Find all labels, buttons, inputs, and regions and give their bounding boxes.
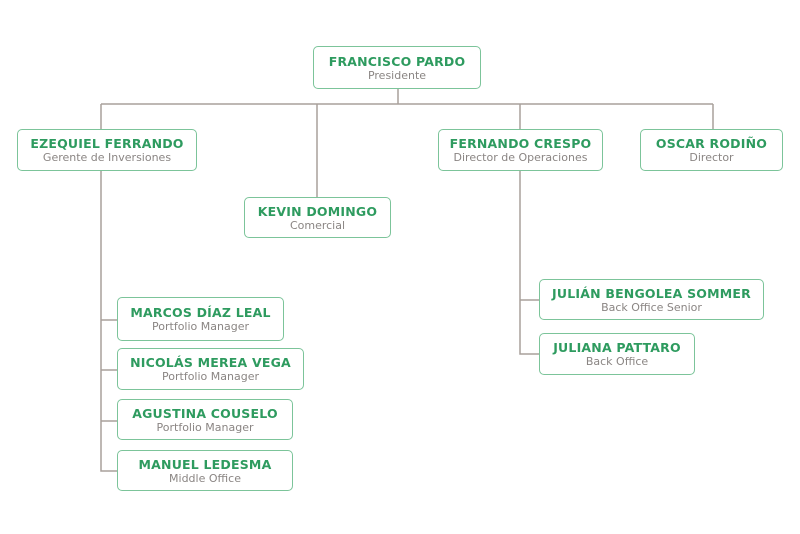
node-manuel-ledesma: MANUEL LEDESMA Middle Office — [117, 450, 293, 491]
node-name: AGUSTINA COUSELO — [132, 405, 278, 421]
node-name: EZEQUIEL FERRANDO — [30, 136, 184, 151]
node-name: FRANCISCO PARDO — [328, 53, 466, 69]
node-name: OSCAR RODIÑO — [655, 136, 768, 151]
node-nicolas-merea-vega: NICOLÁS MEREA VEGA Portfolio Manager — [117, 348, 304, 390]
node-francisco-pardo: FRANCISCO PARDO Presidente — [313, 46, 481, 89]
node-role: Director — [689, 151, 734, 164]
node-oscar-rodino: OSCAR RODIÑO Director — [640, 129, 783, 171]
node-marcos-diaz-leal: MARCOS DÍAZ LEAL Portfolio Manager — [117, 297, 284, 341]
connector-fernando-spine — [519, 171, 539, 355]
node-role: Portfolio Manager — [152, 320, 249, 333]
node-name: JULIÁN BENGOLEA SOMMER — [552, 285, 751, 301]
node-name: FERNANDO CRESPO — [449, 136, 592, 151]
node-juliana-pattaro: JULIANA PATTARO Back Office — [539, 333, 695, 375]
node-name: MARCOS DÍAZ LEAL — [130, 305, 271, 320]
node-role: Gerente de Inversiones — [42, 151, 172, 164]
node-role: Middle Office — [169, 471, 241, 485]
node-kevin-domingo: KEVIN DOMINGO Comercial — [244, 197, 391, 238]
node-role: Comercial — [289, 218, 346, 232]
node-name: NICOLÁS MEREA VEGA — [130, 355, 291, 370]
node-role: Director de Operaciones — [453, 151, 588, 164]
node-name: MANUEL LEDESMA — [138, 456, 272, 472]
node-role: Portfolio Manager — [156, 420, 254, 434]
node-name: KEVIN DOMINGO — [257, 203, 378, 219]
node-name: JULIANA PATTARO — [553, 340, 681, 355]
connector-ezequiel-spine — [100, 171, 117, 472]
node-role: Back Office Senior — [601, 300, 702, 314]
node-role: Portfolio Manager — [162, 370, 259, 383]
node-agustina-couselo: AGUSTINA COUSELO Portfolio Manager — [117, 399, 293, 440]
node-ezequiel-ferrando: EZEQUIEL FERRANDO Gerente de Inversiones — [17, 129, 197, 171]
node-role: Presidente — [367, 68, 427, 82]
node-role: Back Office — [585, 355, 649, 368]
node-julian-bengolea-sommer: JULIÁN BENGOLEA SOMMER Back Office Senio… — [539, 279, 764, 320]
node-fernando-crespo: FERNANDO CRESPO Director de Operaciones — [438, 129, 603, 171]
